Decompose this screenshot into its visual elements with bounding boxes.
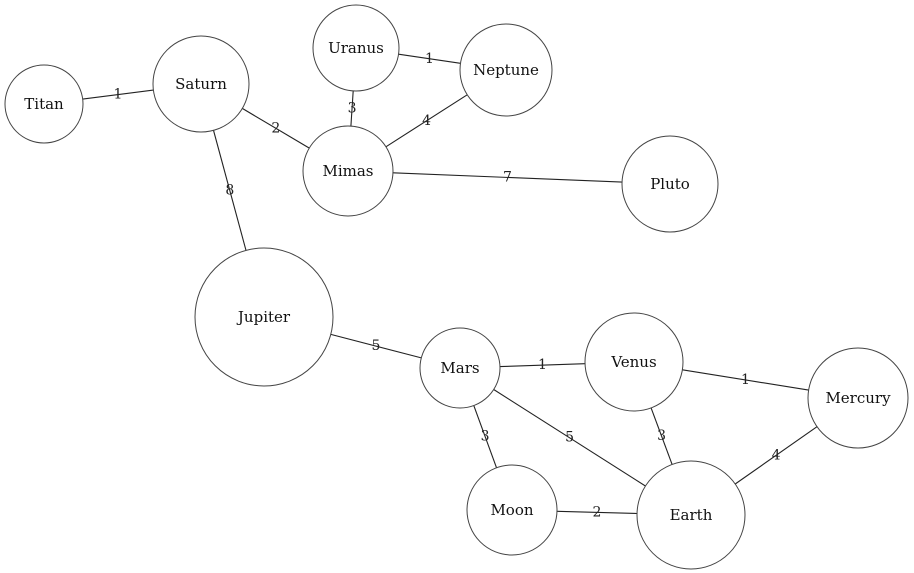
edge-mars-earth xyxy=(493,389,646,487)
edge-mars-venus xyxy=(499,363,586,368)
edges-layer: 1 2 8 1 3 4 7 5 1 3 5 1 3 4 2 xyxy=(82,51,818,520)
node-titan: Titan xyxy=(4,64,84,144)
edge-mars-moon xyxy=(473,405,498,468)
node-moon: Moon xyxy=(466,464,558,556)
node-circle xyxy=(459,23,553,117)
node-pluto: Pluto xyxy=(621,135,719,233)
node-circle xyxy=(194,247,334,387)
edge-venus-mercury xyxy=(682,369,809,391)
node-circle xyxy=(636,460,746,570)
edge-weight-label: 1 xyxy=(538,357,547,373)
edge-saturn-jupiter xyxy=(212,130,247,251)
node-label: Jupiter xyxy=(236,308,291,326)
edge-weight-label: 1 xyxy=(741,372,750,388)
edge-mimas-pluto xyxy=(392,172,623,183)
edge-moon-earth xyxy=(556,510,638,515)
edge-weight-label: 2 xyxy=(593,504,602,520)
edge-weight-label: 8 xyxy=(225,182,234,198)
edge-titan-saturn xyxy=(82,89,154,100)
nodes-layer: Titan Saturn UranusNeptuneMimasPlutoJupite… xyxy=(4,4,909,570)
node-label: Neptune xyxy=(473,61,539,79)
node-mimas: Mimas xyxy=(302,125,394,217)
edge-weight-label: 5 xyxy=(565,430,574,446)
node-venus: Venus xyxy=(584,312,684,412)
node-circle xyxy=(312,4,400,92)
edge-venus-earth xyxy=(650,407,673,465)
node-label: Saturn xyxy=(175,75,227,93)
edge-jupiter-mars xyxy=(330,333,422,359)
edge-uranus-mimas xyxy=(350,90,354,127)
node-neptune: Neptune xyxy=(459,23,553,117)
node-earth: Earth xyxy=(636,460,746,570)
edge-weight-label: 2 xyxy=(271,120,280,136)
edge-weight-label: 3 xyxy=(348,101,357,117)
node-mars: Mars xyxy=(419,327,501,409)
edge-saturn-mimas xyxy=(242,107,310,149)
node-uranus: Uranus xyxy=(312,4,400,92)
edge-weight-label: 3 xyxy=(657,428,666,444)
node-circle xyxy=(419,327,501,409)
edge-weight-label: 3 xyxy=(481,429,490,445)
node-label: Mercury xyxy=(825,389,891,407)
node-label: Mimas xyxy=(322,162,373,180)
edge-uranus-neptune xyxy=(398,53,461,64)
node-circle xyxy=(4,64,84,144)
edge-weight-label: 7 xyxy=(503,169,512,185)
node-label: Titan xyxy=(24,95,64,113)
node-circle xyxy=(584,312,684,412)
node-label: Earth xyxy=(670,506,713,524)
edge-neptune-mimas xyxy=(385,94,468,148)
edge-weight-label: 4 xyxy=(772,447,781,463)
edge-mercury-earth xyxy=(734,426,818,485)
node-label: Uranus xyxy=(328,39,384,57)
node-label: Mars xyxy=(440,359,479,377)
node-saturn: Saturn xyxy=(152,35,250,133)
node-jupiter: Jupiter xyxy=(194,247,334,387)
node-circle xyxy=(302,125,394,217)
node-circle xyxy=(152,35,250,133)
node-label: Venus xyxy=(610,353,656,371)
node-label: Moon xyxy=(490,501,533,519)
node-circle xyxy=(466,464,558,556)
edge-weight-label: 5 xyxy=(372,338,381,354)
node-mercury: Mercury xyxy=(807,347,909,449)
edge-weight-label: 4 xyxy=(422,113,431,129)
edge-weight-label: 1 xyxy=(114,87,123,103)
node-circle xyxy=(807,347,909,449)
edge-weight-label: 1 xyxy=(425,51,434,67)
node-label: Pluto xyxy=(650,175,690,193)
node-circle xyxy=(621,135,719,233)
